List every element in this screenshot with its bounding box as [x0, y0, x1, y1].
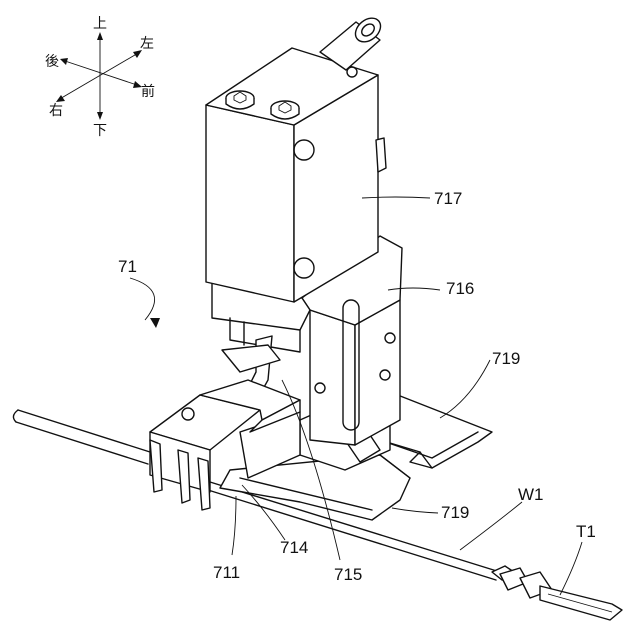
label-717: 717	[434, 189, 462, 208]
compass-right: 右	[49, 103, 63, 119]
compass-back: 後	[45, 54, 59, 70]
label-71: 71	[118, 257, 137, 276]
label-719-upper: 719	[492, 349, 520, 368]
cap-screw-right-icon	[271, 101, 299, 119]
cap-screw-left-icon	[226, 91, 254, 109]
compass-front: 前	[141, 83, 155, 100]
compass-left: 左	[140, 36, 154, 52]
label-714: 714	[280, 538, 308, 557]
label-719-lower: 719	[441, 503, 469, 522]
label-711: 711	[213, 563, 240, 582]
side-knob-icon	[376, 138, 386, 172]
label-716: 716	[446, 279, 474, 298]
label-w1: W1	[518, 485, 544, 504]
label-t1: T1	[576, 522, 596, 541]
compass-up: 上	[93, 16, 107, 32]
label-715: 715	[334, 565, 362, 584]
terminal-t1	[492, 566, 622, 620]
compass-down: 下	[93, 123, 107, 139]
direction-compass: 上 下 左 右 前 後	[45, 16, 155, 139]
block-717	[206, 48, 378, 302]
